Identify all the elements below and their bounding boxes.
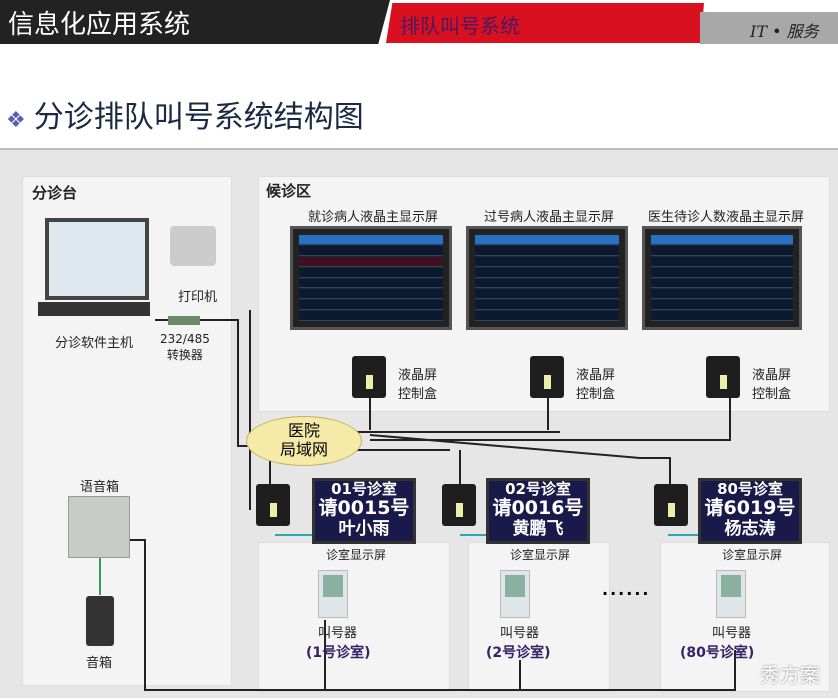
lcd-controller-2 [530,356,564,398]
header-subsection: 排队叫号系统 [386,3,704,43]
room-controller-1 [256,484,290,526]
computer-monitor [45,218,149,300]
room-controller-3 [654,484,688,526]
room-panel-1 [258,542,450,692]
keyboard [38,302,150,316]
speaker-label: 音箱 [86,656,113,671]
room-controller-2 [442,484,476,526]
screen-label-1: 就诊病人液晶主显示屏 [308,210,439,225]
ellipsis: ...... [602,580,651,599]
header-tag: IT • 服务 [700,12,838,44]
lcd-controller-1 [352,356,386,398]
header-section: 信息化应用系统 [0,0,390,44]
main-lcd-screen-2 [466,226,628,330]
screen-label-3: 医生待诊人数液晶主显示屏 [648,210,805,225]
printer-icon [170,226,216,266]
converter-label: 232/485 转换器 [160,332,210,362]
speaker-box-label: 语音箱 [80,480,120,495]
main-lcd-screen-1 [290,226,452,330]
caller-device-3 [716,570,746,618]
controller-label-3: 液晶屏 控制盒 [752,368,792,402]
watermark: 秀方案 [760,663,820,687]
hospital-lan-cloud: 医院 局域网 [246,416,362,466]
controller-label-1: 液晶屏 控制盒 [398,368,438,402]
room-screen-label-1: 诊室显示屏 [326,548,387,562]
room-label-3: (80号诊室) [680,645,755,661]
page-title-text: 分诊排队叫号系统结构图 [33,100,364,135]
waiting-heading: 候诊区 [266,182,312,200]
printer-label: 打印机 [178,290,218,305]
caller-label-2: 叫号器 [500,626,540,641]
page-title: ❖ 分诊排队叫号系统结构图 [6,92,364,136]
caller-label-3: 叫号器 [712,626,752,641]
converter-icon [168,316,200,325]
speaker-box-icon [68,496,130,558]
caller-label-1: 叫号器 [318,626,358,641]
lcd-controller-3 [706,356,740,398]
controller-label-2: 液晶屏 控制盒 [576,368,616,402]
room-label-2: (2号诊室) [486,645,551,661]
room-screen-label-2: 诊室显示屏 [510,548,571,562]
main-lcd-screen-3 [642,226,802,330]
caller-device-1 [318,570,348,618]
screen-label-2: 过号病人液晶主显示屏 [484,210,615,225]
host-label: 分诊软件主机 [55,336,134,351]
diagram: 分诊台 打印机 分诊软件主机 232/485 转换器 语音箱 音箱 候诊区 就诊… [0,148,838,698]
triage-heading: 分诊台 [32,184,78,202]
room-display-1: 01号诊室请0015号叶小雨 [312,478,416,544]
room-panel-2 [468,542,610,692]
diamond-bullet-icon: ❖ [6,108,26,133]
room-label-1: (1号诊室) [306,645,371,661]
speaker-icon [86,596,114,646]
room-display-2: 02号诊室请0016号黄鹏飞 [486,478,590,544]
caller-device-2 [500,570,530,618]
room-screen-label-3: 诊室显示屏 [722,548,783,562]
room-display-3: 80号诊室请6019号杨志涛 [698,478,802,544]
